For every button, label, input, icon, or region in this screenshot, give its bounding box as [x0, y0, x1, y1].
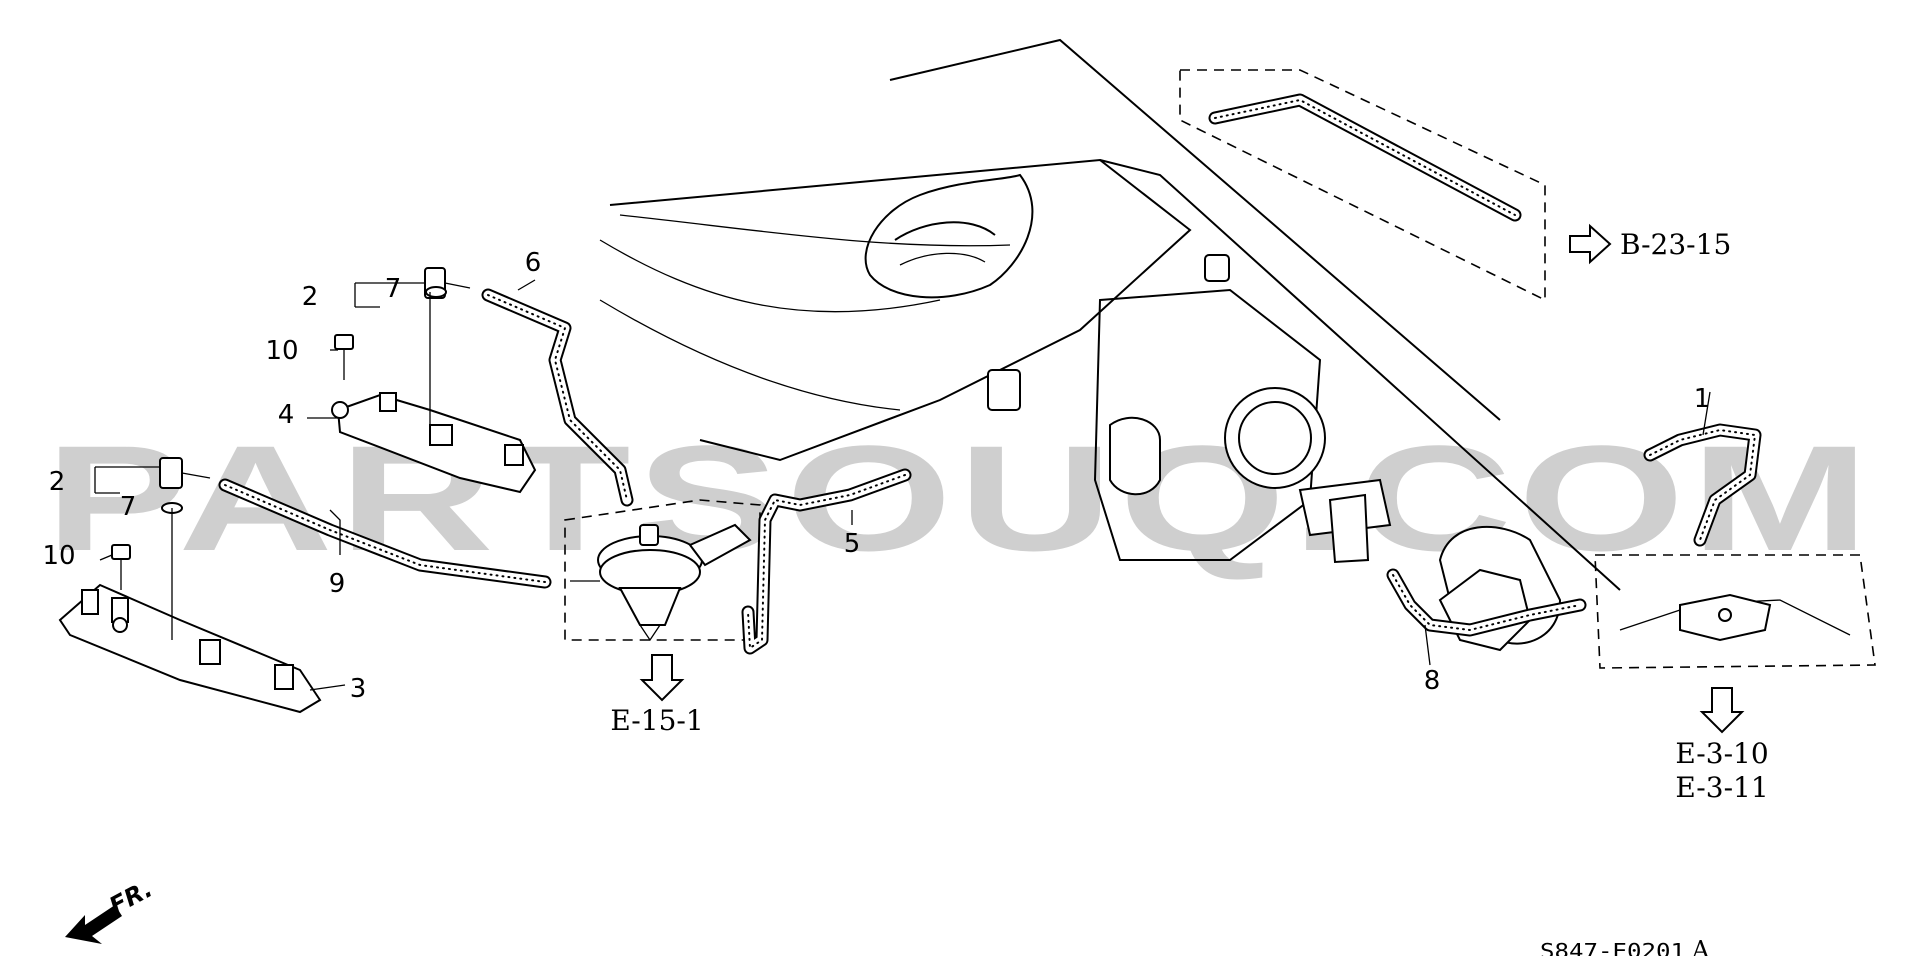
cable-bracket: [1619, 593, 1851, 642]
washer-7-upper: [425, 286, 447, 298]
callout-3: 3: [350, 674, 367, 704]
ref-e-15-1: E-15-1: [610, 704, 703, 737]
ref-e-3-10: E-3-10: [1675, 737, 1768, 770]
bracket-3: [58, 583, 322, 714]
callout-9: 9: [329, 569, 346, 599]
callout-10-lower: 10: [42, 541, 75, 571]
front-arrow-icon: [65, 905, 122, 944]
bolt-10-lower: [111, 544, 131, 590]
intake-manifold: [599, 38, 1621, 652]
vacuum-actuator: [570, 523, 752, 642]
callout-7-upper: 7: [385, 274, 402, 304]
watermark: PARTSOUQ.COM: [45, 414, 1875, 582]
ref-b-23-15: B-23-15: [1620, 228, 1731, 261]
arrow-right-icon: [1569, 223, 1612, 265]
leader-lines: [94, 279, 1711, 691]
hose-9: [218, 478, 552, 589]
hose-5: [741, 468, 912, 655]
callout-1: 1: [1694, 384, 1711, 414]
arrow-down-icon-e15: [639, 654, 685, 702]
callout-8: 8: [1424, 666, 1441, 696]
callout-2-lower: 2: [49, 467, 66, 497]
bracket-4: [331, 392, 537, 494]
callout-6: 6: [525, 248, 542, 278]
ref-box-e-3: [1594, 554, 1876, 669]
callout-2-upper: 2: [302, 282, 319, 312]
callout-5: 5: [844, 529, 861, 559]
hose-8: [1386, 568, 1587, 637]
callout-7-lower: 7: [120, 492, 137, 522]
ref-e-3-11: E-3-11: [1675, 771, 1768, 804]
sensor-2-lower: [159, 457, 211, 489]
diagram-code-suffix: A: [1691, 936, 1710, 956]
hose-6: [481, 288, 634, 507]
ref-box-b-23-15: [1179, 69, 1546, 302]
hose-b-23-15: [1208, 93, 1522, 222]
callout-10-upper: 10: [265, 336, 298, 366]
bolt-10-upper: [334, 334, 354, 380]
arrow-down-icon-e3: [1699, 687, 1745, 734]
diagram-code: S847-E0201: [1540, 939, 1685, 956]
callout-4: 4: [278, 400, 295, 430]
hose-1: [1643, 423, 1762, 547]
